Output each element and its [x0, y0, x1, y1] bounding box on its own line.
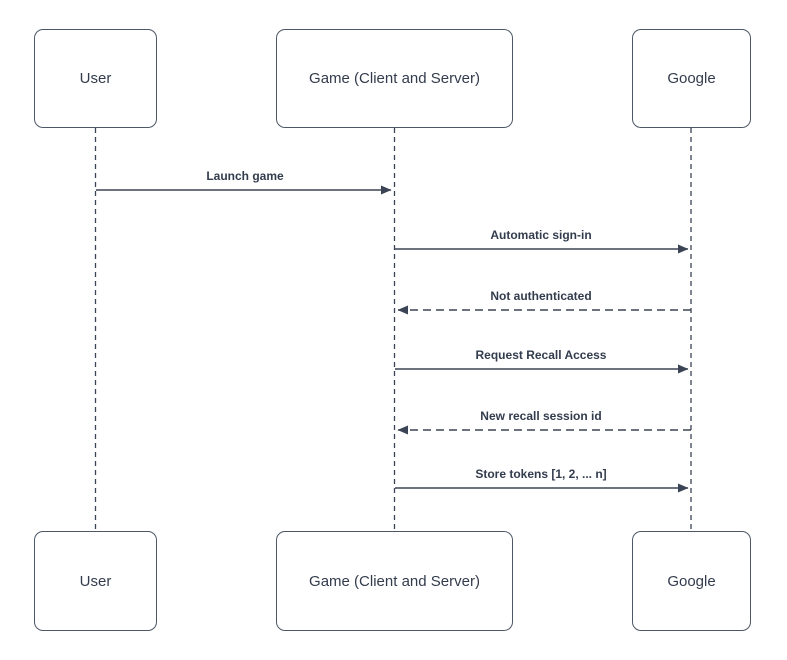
message-label-new-session-id: New recall session id: [477, 409, 605, 423]
actor-box-user-top: User: [34, 29, 157, 128]
message-label-store-tokens: Store tokens [1, 2, ... n]: [472, 467, 610, 481]
actor-box-google-top: Google: [632, 29, 751, 128]
actor-box-google-bottom: Google: [632, 531, 751, 631]
actor-box-user-bottom: User: [34, 531, 157, 631]
actor-box-game-bottom: Game (Client and Server): [276, 531, 513, 631]
message-label-request-recall: Request Recall Access: [472, 348, 610, 362]
message-label-launch-game: Launch game: [203, 169, 287, 183]
actor-box-game-top: Game (Client and Server): [276, 29, 513, 128]
message-label-not-authenticated: Not authenticated: [487, 289, 595, 303]
message-label-automatic-sign-in: Automatic sign-in: [487, 228, 595, 242]
